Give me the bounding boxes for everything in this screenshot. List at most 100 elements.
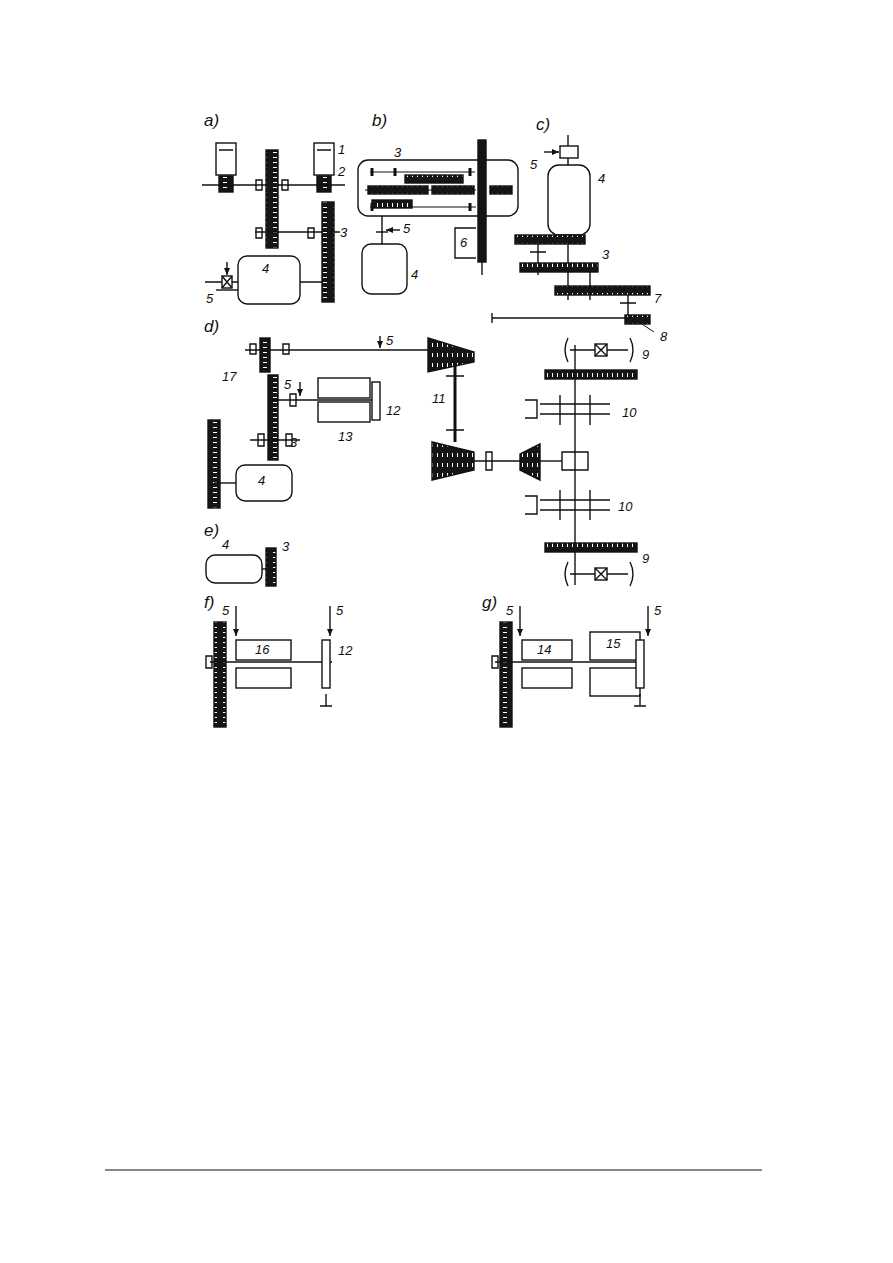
- callout-number: 5: [336, 604, 343, 617]
- drive-d-part: [208, 420, 220, 508]
- drive-d-part: [595, 344, 607, 356]
- drive-a-part: [219, 176, 233, 192]
- drive-a-part: [238, 256, 300, 304]
- drive-b-part: [481, 262, 482, 275]
- drive-b-part: [478, 140, 486, 262]
- callout-number: 9: [642, 552, 649, 565]
- callout-number: 7: [654, 292, 661, 305]
- drive-a-part: [322, 202, 334, 302]
- drive-f-part: [236, 640, 291, 660]
- drive-b-part: [372, 200, 412, 208]
- drive-a-part: [226, 262, 227, 275]
- callout-number: 6: [460, 236, 467, 249]
- drive-c-part: [492, 313, 625, 323]
- drive-d-part: [318, 402, 370, 422]
- callout-number: 8: [660, 330, 667, 343]
- drive-d-part: [372, 382, 380, 420]
- drive-f-part: [235, 606, 236, 636]
- drive-d-part: [260, 338, 270, 372]
- drive-e-part: [266, 548, 276, 586]
- drive-d-part: [486, 452, 492, 470]
- drive-d-part: [428, 338, 474, 372]
- drive-c-part: [625, 315, 650, 324]
- drive-d-part: [545, 370, 637, 379]
- callout-number: 12: [386, 404, 400, 417]
- drive-b-part: [376, 231, 388, 232]
- panel-letter: e): [204, 522, 219, 539]
- drive-a-part: [222, 276, 232, 288]
- drive-g-part: [647, 606, 648, 636]
- callout-number: 5: [403, 222, 410, 235]
- drive-d-part: [250, 400, 380, 440]
- drive-f-part: [206, 656, 212, 668]
- drive-d-part: [379, 336, 380, 348]
- callout-number: 3: [340, 226, 347, 239]
- drive-d-part: [525, 395, 610, 425]
- drive-g-part: [492, 656, 498, 668]
- callout-number: 11: [432, 392, 446, 405]
- callout-number: 4: [222, 538, 229, 551]
- drive-f-part: [320, 694, 332, 706]
- panel-letter: d): [204, 318, 219, 335]
- drive-c-part: [544, 151, 559, 152]
- drive-d-part: [299, 382, 300, 396]
- drive-d-part: [214, 482, 236, 483]
- callout-number: 4: [258, 474, 265, 487]
- callout-number: 5: [530, 158, 537, 171]
- drive-b-part: [368, 186, 428, 194]
- drive-d-part: [250, 344, 289, 354]
- drive-f-part: [214, 622, 226, 727]
- callout-number: 3: [394, 146, 401, 159]
- drive-d-part: [565, 562, 633, 586]
- callout-number: 9: [642, 348, 649, 361]
- drive-c-part: [515, 235, 585, 244]
- callout-number: 12: [338, 644, 352, 657]
- drive-g-part: [590, 668, 640, 696]
- drive-a-part: [256, 180, 314, 238]
- callout-number: 14: [537, 643, 551, 656]
- drive-d-part: [432, 442, 474, 480]
- callout-number: 4: [262, 262, 269, 275]
- drive-g-part: [519, 606, 520, 636]
- drive-b-part: [432, 186, 474, 194]
- drive-f: [206, 606, 332, 727]
- panel-letter: g): [482, 594, 497, 611]
- callout-number: 5: [386, 334, 393, 347]
- drive-d-part: [520, 444, 540, 480]
- drive-f-part: [322, 640, 330, 688]
- callout-number: 13: [338, 430, 352, 443]
- callout-number: 3: [282, 540, 289, 553]
- drive-g-part: [495, 661, 644, 662]
- drive-d-part: [318, 378, 370, 398]
- drive-c-part: [620, 295, 636, 316]
- drive-b-part: [386, 229, 400, 230]
- drive-d-part: [525, 490, 610, 520]
- callout-number: 5: [222, 604, 229, 617]
- callout-number: 5: [206, 292, 213, 305]
- drive-f-part: [210, 661, 332, 662]
- drive-e-part: [206, 555, 262, 583]
- callout-number: 10: [622, 406, 636, 419]
- drive-d-part: [595, 344, 607, 356]
- drive-b-part: [362, 244, 407, 294]
- drive-c: [492, 135, 654, 332]
- drive-d-part: [474, 460, 522, 461]
- panel-letter: a): [204, 112, 219, 129]
- drive-g-part: [522, 668, 572, 688]
- drive-d-part: [268, 375, 278, 460]
- drive-a-part: [216, 289, 238, 290]
- drive-d-part: [236, 465, 292, 501]
- callout-number: 5: [284, 378, 291, 391]
- drive-d-part: [562, 452, 588, 470]
- drive-d-part: [540, 460, 562, 461]
- drive-f-part: [236, 668, 291, 688]
- drive-g: [492, 606, 648, 727]
- callout-number: 16: [255, 643, 269, 656]
- callout-number: 3: [290, 436, 297, 449]
- drive-b-part: [358, 160, 518, 216]
- drive-c-part: [548, 165, 590, 235]
- callout-number: 3: [602, 248, 609, 261]
- drive-a: [202, 143, 345, 304]
- drive-d-part: [595, 568, 607, 580]
- drive-c-part: [642, 324, 654, 332]
